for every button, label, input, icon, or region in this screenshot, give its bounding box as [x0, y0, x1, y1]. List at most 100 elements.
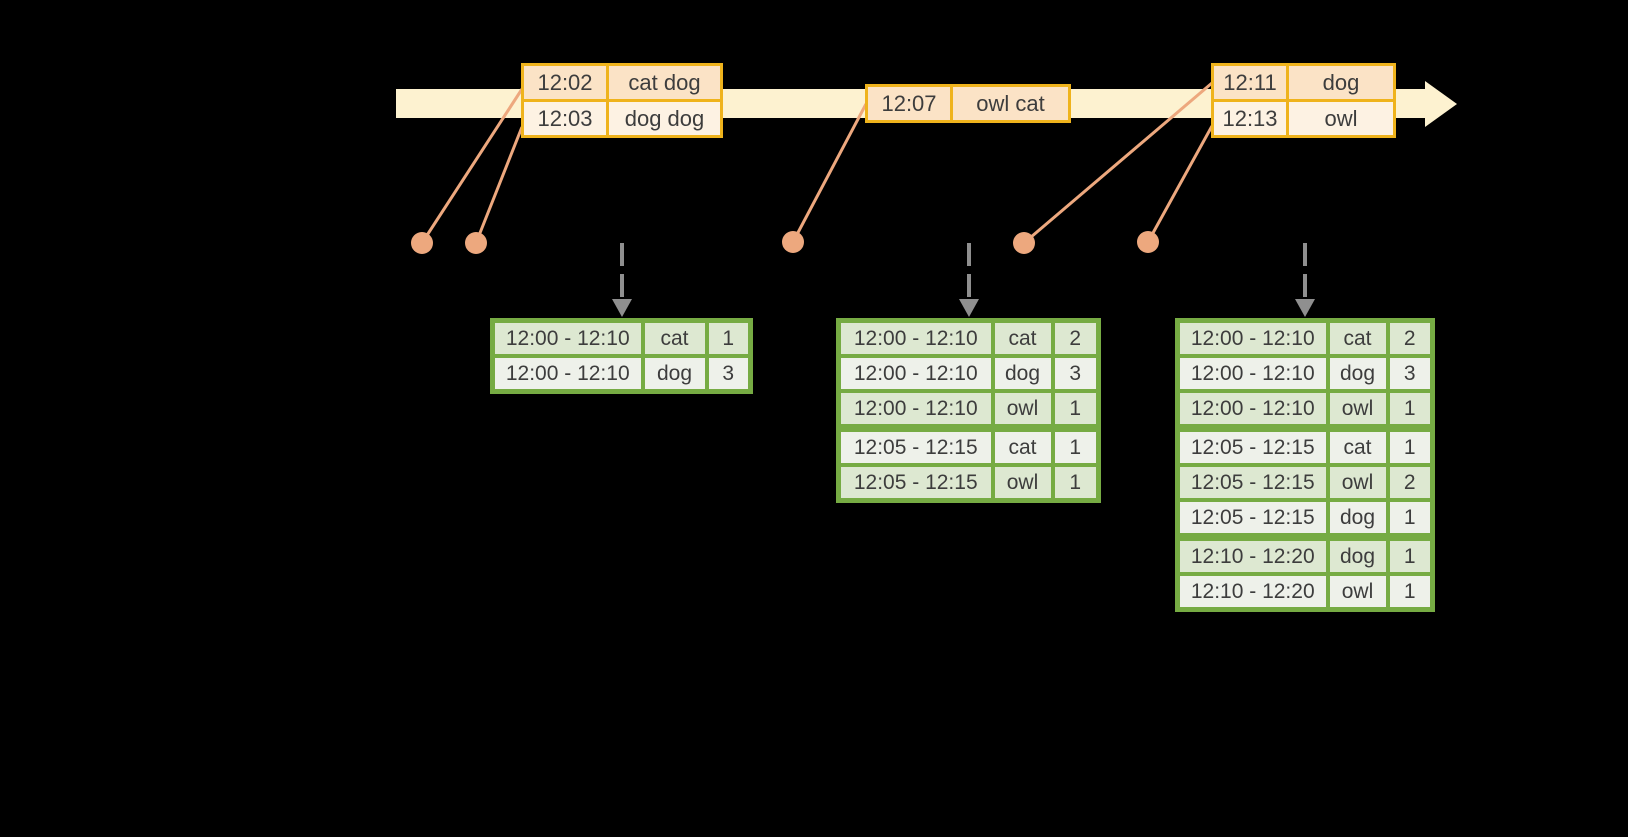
event-table-2: 12:07 owl cat — [865, 84, 1071, 123]
event-time-dot — [1137, 231, 1159, 253]
event-connector-line — [1023, 81, 1213, 245]
result-row: 12:10 - 12:20 owl 1 — [1175, 572, 1435, 612]
result-row: 12:00 - 12:10 dog 3 — [1175, 354, 1435, 393]
word-cell: owl — [990, 463, 1055, 503]
event-connector-line — [420, 88, 524, 244]
count-cell: 1 — [1050, 424, 1101, 467]
word-cell: dog — [990, 354, 1055, 393]
word-cell: cat — [1325, 318, 1390, 358]
event-words-cell: owl — [1286, 99, 1396, 138]
event-table-3: 12:11 dog 12:13 owl — [1211, 63, 1396, 138]
count-cell: 1 — [1385, 533, 1435, 576]
trigger-arrowhead-icon — [612, 299, 632, 317]
window-cell: 12:10 - 12:20 — [1175, 533, 1330, 576]
event-row: 12:11 dog — [1211, 63, 1396, 102]
word-cell: owl — [1325, 572, 1390, 612]
count-cell: 2 — [1385, 463, 1435, 502]
count-cell: 2 — [1385, 318, 1435, 358]
event-time-cell: 12:13 — [1211, 99, 1289, 138]
event-time-dot — [1013, 232, 1035, 254]
result-table-2: 12:00 - 12:10 cat 2 12:00 - 12:10 dog 3 … — [836, 318, 1101, 503]
count-cell: 1 — [1385, 498, 1435, 539]
word-cell: dog — [1325, 354, 1390, 393]
result-row: 12:05 - 12:15 owl 2 — [1175, 463, 1435, 502]
window-cell: 12:00 - 12:10 — [1175, 389, 1330, 430]
count-cell: 3 — [1385, 354, 1435, 393]
window-cell: 12:00 - 12:10 — [1175, 318, 1330, 358]
event-time-cell: 12:02 — [521, 63, 609, 102]
word-cell: owl — [1325, 389, 1390, 430]
window-cell: 12:00 - 12:10 — [490, 354, 645, 394]
window-cell: 12:10 - 12:20 — [1175, 572, 1330, 612]
event-time-cell: 12:07 — [865, 84, 953, 123]
result-row: 12:00 - 12:10 owl 1 — [1175, 389, 1435, 430]
count-cell: 2 — [1050, 318, 1101, 358]
event-row: 12:03 dog dog — [521, 99, 723, 138]
result-table-3: 12:00 - 12:10 cat 2 12:00 - 12:10 dog 3 … — [1175, 318, 1435, 612]
event-time-dot — [465, 232, 487, 254]
result-row: 12:05 - 12:15 cat 1 — [836, 424, 1101, 467]
trigger-arrowhead-icon — [1295, 299, 1315, 317]
window-cell: 12:05 - 12:15 — [836, 463, 995, 503]
result-row: 12:05 - 12:15 cat 1 — [1175, 424, 1435, 467]
window-cell: 12:05 - 12:15 — [1175, 498, 1330, 539]
event-row: 12:07 owl cat — [865, 84, 1071, 123]
trigger-arrow-heads — [612, 299, 1315, 317]
window-cell: 12:05 - 12:15 — [1175, 424, 1330, 467]
window-cell: 12:05 - 12:15 — [836, 424, 995, 467]
word-cell: cat — [640, 318, 709, 358]
result-row: 12:00 - 12:10 cat 2 — [1175, 318, 1435, 358]
result-row: 12:05 - 12:15 dog 1 — [1175, 498, 1435, 539]
event-words-cell: dog — [1286, 63, 1396, 102]
count-cell: 1 — [1385, 572, 1435, 612]
event-row: 12:02 cat dog — [521, 63, 723, 102]
result-row: 12:00 - 12:10 dog 3 — [836, 354, 1101, 393]
word-cell: cat — [990, 424, 1055, 467]
word-cell: dog — [640, 354, 709, 394]
word-cell: dog — [1325, 533, 1390, 576]
event-time-dot — [411, 232, 433, 254]
result-row: 12:00 - 12:10 cat 1 — [490, 318, 753, 358]
count-cell: 1 — [704, 318, 753, 358]
event-time-dots — [411, 231, 1159, 254]
window-cell: 12:00 - 12:10 — [836, 354, 995, 393]
result-row: 12:00 - 12:10 owl 1 — [836, 389, 1101, 430]
window-cell: 12:00 - 12:10 — [836, 318, 995, 358]
window-cell: 12:05 - 12:15 — [1175, 463, 1330, 502]
result-table-1: 12:00 - 12:10 cat 1 12:00 - 12:10 dog 3 — [490, 318, 753, 394]
event-table-1: 12:02 cat dog 12:03 dog dog — [521, 63, 723, 138]
event-time-cell: 12:03 — [521, 99, 609, 138]
result-row: 12:05 - 12:15 owl 1 — [836, 463, 1101, 503]
word-cell: cat — [1325, 424, 1390, 467]
word-cell: dog — [1325, 498, 1390, 539]
event-words-cell: cat dog — [606, 63, 723, 102]
result-row: 12:00 - 12:10 dog 3 — [490, 354, 753, 394]
event-connector-lines — [420, 81, 1214, 245]
event-time-dot — [782, 231, 804, 253]
result-row: 12:10 - 12:20 dog 1 — [1175, 533, 1435, 576]
count-cell: 1 — [1385, 389, 1435, 430]
window-cell: 12:00 - 12:10 — [1175, 354, 1330, 393]
count-cell: 3 — [704, 354, 753, 394]
count-cell: 1 — [1385, 424, 1435, 467]
event-row: 12:13 owl — [1211, 99, 1396, 138]
count-cell: 3 — [1050, 354, 1101, 393]
window-cell: 12:00 - 12:10 — [836, 389, 995, 430]
event-words-cell: dog dog — [606, 99, 723, 138]
trigger-arrow-lines — [620, 243, 1307, 300]
word-cell: cat — [990, 318, 1055, 358]
timeline-arrowhead-icon — [1425, 81, 1457, 127]
trigger-arrowhead-icon — [959, 299, 979, 317]
result-row: 12:00 - 12:10 cat 2 — [836, 318, 1101, 358]
word-cell: owl — [1325, 463, 1390, 502]
event-connector-line — [791, 103, 868, 243]
event-connector-line — [1146, 125, 1214, 243]
count-cell: 1 — [1050, 463, 1101, 503]
window-cell: 12:00 - 12:10 — [490, 318, 645, 358]
event-connector-line — [474, 126, 524, 244]
count-cell: 1 — [1050, 389, 1101, 430]
event-words-cell: owl cat — [950, 84, 1071, 123]
event-time-cell: 12:11 — [1211, 63, 1289, 102]
